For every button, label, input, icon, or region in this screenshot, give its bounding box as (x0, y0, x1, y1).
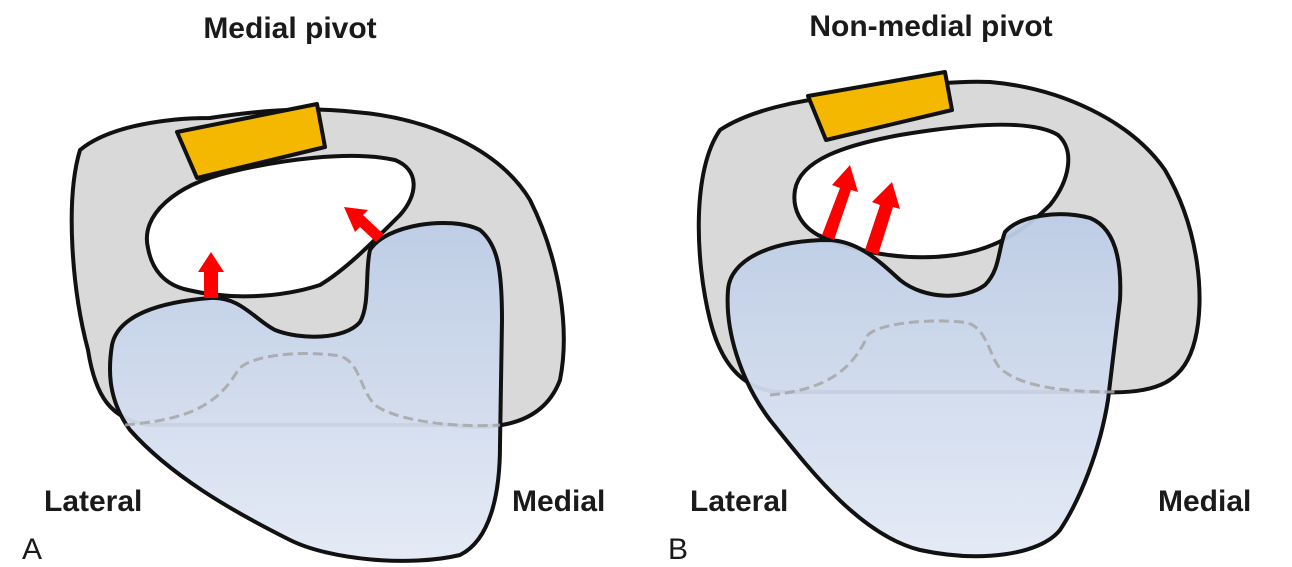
panel-a-title: Medial pivot (203, 12, 376, 45)
panel-a-medial-label: Medial (512, 485, 605, 518)
panel-b: Non-medial pivot Lateral Medial B (668, 10, 1251, 566)
panel-a-lateral-label: Lateral (44, 485, 142, 518)
panel-b-medial-label: Medial (1158, 485, 1251, 518)
panel-b-lateral-label: Lateral (690, 485, 788, 518)
panel-a-letter: A (22, 533, 42, 566)
panel-b-letter: B (668, 533, 688, 566)
panel-a: Medial pivot Lateral Medial A (22, 12, 605, 566)
panel-b-title: Non-medial pivot (809, 10, 1052, 43)
